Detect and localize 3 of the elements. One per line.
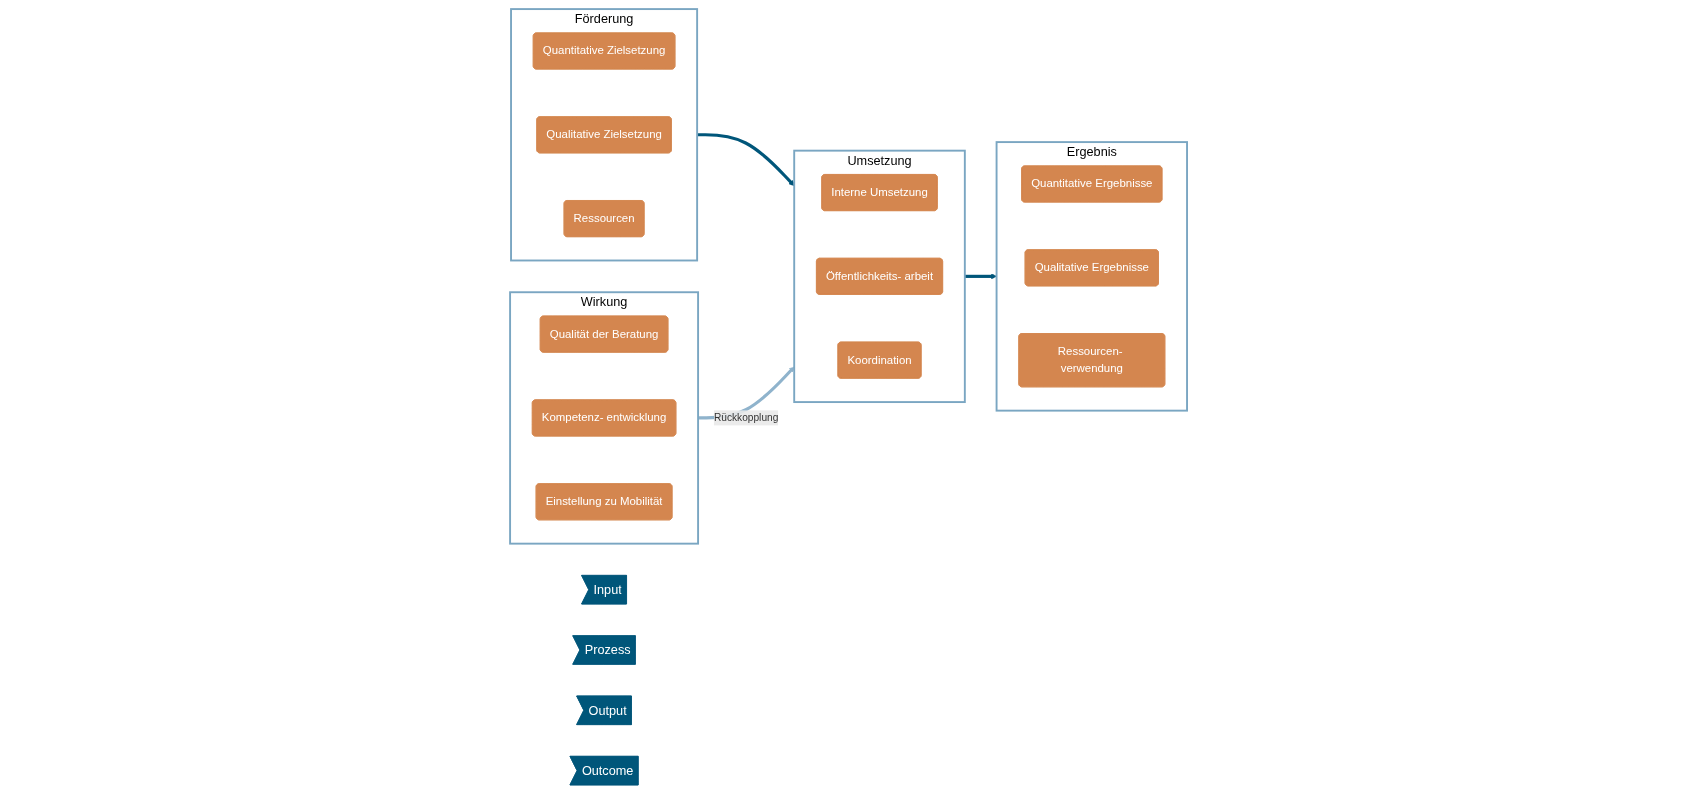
arrow (965, 273, 998, 280)
edge-label: Rückkopplung (714, 412, 779, 424)
arrow (697, 133, 795, 187)
